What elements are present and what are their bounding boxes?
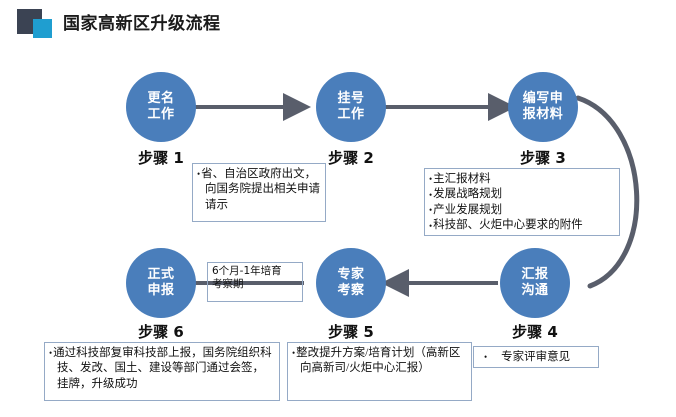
node-step4-line1: 汇报 [521,267,549,283]
note-box-step6: 通过科技部复审科技部上报，国务院组织科技、发改、国土、建设等部门通过会签，挂牌，… [44,342,280,401]
node-step5-line1: 专家 [337,267,365,283]
note-box-step3: 主汇报材料 发展战略规划 产业发展规划 科技部、火炬中心要求的附件 [424,168,620,236]
node-step5-line2: 考察 [337,283,365,298]
step-label-4: 步骤 4 [512,323,558,341]
node-step1-line2: 工作 [147,107,175,122]
node-step4[interactable]: 汇报 沟通 [500,248,570,318]
node-step1-line1: 更名 [147,91,175,107]
note-item: 科技部、火炬中心要求的附件 [429,218,615,233]
arrow-label-line2: 考察期 [212,277,244,290]
node-step3-line1: 编写申 [522,91,564,107]
logo-square-blue-icon [33,19,52,38]
note-item: 主汇报材料 [429,172,615,187]
flow-diagram: 更名 工作 步骤 1 挂号 工作 步骤 2 编写申 报材料 步骤 3 汇报 沟通… [0,50,676,417]
step-label-2: 步骤 2 [328,149,374,167]
node-step3-line2: 报材料 [522,107,564,122]
page-title: 国家高新区升级流程 [63,14,221,34]
note-item: 发展战略规划 [429,187,615,202]
note-box-step4: 专家评审意见 [473,346,599,368]
node-step2[interactable]: 挂号 工作 [316,72,386,142]
node-step2-line1: 挂号 [337,91,365,107]
note-box-step1: 省、自治区政府出文，向国务院提出相关申请请示 [192,163,326,222]
node-step6-line2: 申报 [147,283,175,298]
arrow-label-line1: 6个月-1年培育 [212,265,282,277]
node-step2-line2: 工作 [337,107,365,122]
note-box-step5: 整改提升方案/培育计划（高新区向高新司/火炬中心汇报） [287,342,472,401]
step-label-5: 步骤 5 [328,323,374,341]
node-step6[interactable]: 正式 申报 [126,248,196,318]
node-step5[interactable]: 专家 考察 [316,248,386,318]
page-header: 国家高新区升级流程 [0,0,676,50]
node-step4-line2: 沟通 [521,283,549,298]
node-step6-line1: 正式 [147,267,175,283]
note-item: 专家评审意见 [478,350,594,365]
note-item: 通过科技部复审科技部上报，国务院组织科技、发改、国土、建设等部门通过会签，挂牌，… [49,346,275,392]
node-step1[interactable]: 更名 工作 [126,72,196,142]
note-item: 产业发展规划 [429,203,615,218]
step-label-6: 步骤 6 [138,323,184,341]
step-label-3: 步骤 3 [520,149,566,167]
arrow-label-training-period: 6个月-1年培育 考察期 [207,262,303,302]
note-item: 省、自治区政府出文，向国务院提出相关申请请示 [197,167,321,213]
node-step3[interactable]: 编写申 报材料 [508,72,578,142]
step-label-1: 步骤 1 [138,149,184,167]
note-item: 整改提升方案/培育计划（高新区向高新司/火炬中心汇报） [292,346,467,377]
